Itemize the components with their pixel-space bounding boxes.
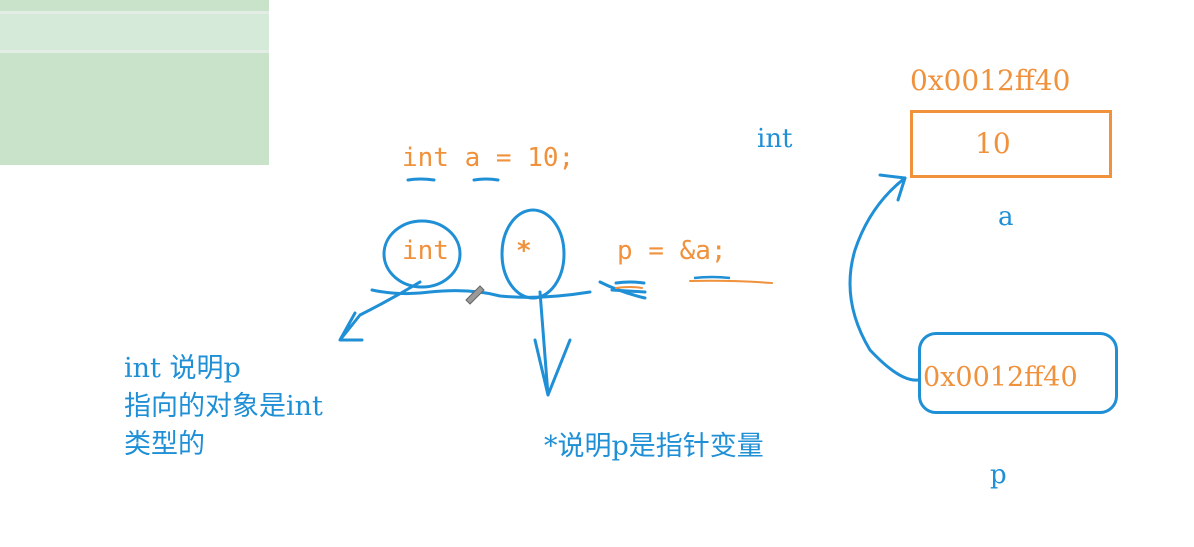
memory-box-a: 10: [910, 110, 1112, 178]
note-int-line-2: 指向的对象是int: [124, 391, 323, 422]
green-panel: [0, 0, 269, 165]
underline-int: [406, 177, 436, 182]
var-name-a: a: [998, 202, 1014, 232]
type-label-int: int: [757, 124, 793, 154]
note-int-line-1: int 说明p: [124, 353, 241, 384]
code-pointer-type: int: [402, 236, 449, 266]
memory-box-p: 0x0012ff40: [918, 332, 1118, 414]
arrow-star-to-note: [533, 290, 572, 397]
value-p: 0x0012ff40: [923, 362, 1078, 393]
note-int-line-3: 类型的: [124, 429, 205, 460]
note-int-explanation: int 说明p 指向的对象是int 类型的: [124, 350, 323, 464]
value-a: 10: [975, 127, 1011, 160]
green-panel-band: [0, 11, 269, 53]
code-pointer-assignment: p = &a;: [617, 236, 727, 266]
arrow-pointer-to-a: [848, 176, 920, 382]
code-pointer-star: *: [516, 236, 532, 266]
note-star-explanation: *说明p是指针变量: [544, 431, 764, 462]
code-line-declaration: int a = 10;: [402, 143, 575, 173]
address-label-a: 0x0012ff40: [910, 64, 1071, 97]
underline-ampersand-a: [689, 279, 773, 284]
arrow-int-to-note: [338, 280, 422, 342]
pen-cursor-icon: [465, 285, 485, 305]
var-name-p: p: [990, 460, 1007, 490]
circle-star: [500, 208, 566, 300]
circle-int: [382, 219, 462, 289]
underline-a: [472, 177, 500, 182]
